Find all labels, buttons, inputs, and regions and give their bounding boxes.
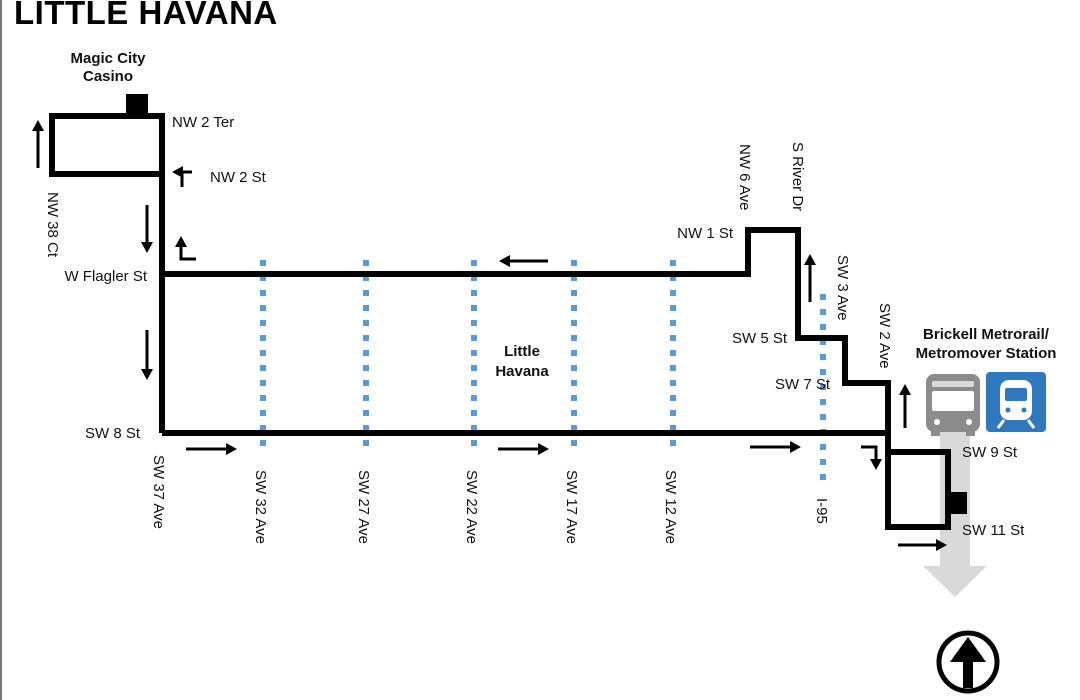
route-casino-loop xyxy=(49,113,165,177)
street-sw-9-st: SW 9 St xyxy=(962,444,1018,461)
casino-label-line1: Magic City xyxy=(70,50,146,67)
direction-arrows xyxy=(32,120,947,551)
street-nw-38-ct: NW 38 Ct xyxy=(44,192,61,258)
direction-arrow-icon xyxy=(141,205,153,253)
route-flagler-river xyxy=(162,227,891,433)
street-sw-12-ave: SW 12 Ave xyxy=(662,470,679,544)
street-sw-32-ave: SW 32 Ave xyxy=(252,470,269,544)
metromover-icon xyxy=(986,372,1046,432)
direction-arrow-icon xyxy=(32,120,44,168)
street-sw-3-ave: SW 3 Ave xyxy=(834,255,851,321)
bus-route xyxy=(49,113,951,530)
direction-arrow-icon xyxy=(141,330,153,380)
street-sw-22-ave: SW 22 Ave xyxy=(463,470,480,544)
street-sw-8-st: SW 8 St xyxy=(85,425,141,442)
cross-street-dots xyxy=(260,260,826,485)
direction-arrow-icon xyxy=(498,443,549,455)
station-label-line1: Brickell Metrorail/ xyxy=(923,326,1050,343)
direction-arrow-icon xyxy=(750,441,801,453)
left-border xyxy=(0,0,2,700)
street-nw-2-st: NW 2 St xyxy=(210,169,267,186)
bus-icon xyxy=(926,374,980,436)
street-sw-37-ave: SW 37 Ave xyxy=(150,455,167,529)
north-arrow-icon xyxy=(936,630,1000,694)
street-sw-5-st: SW 5 St xyxy=(732,330,788,347)
turn-arrow-icon xyxy=(172,166,192,187)
street-sw-2-ave: SW 2 Ave xyxy=(876,303,893,369)
street-nw-1-st: NW 1 St xyxy=(677,225,734,242)
map-title: LITTLE HAVANA xyxy=(14,0,278,31)
direction-arrow-icon xyxy=(186,443,237,455)
turn-arrows xyxy=(172,166,882,470)
direction-arrow-icon xyxy=(804,254,816,302)
street-i-95: I-95 xyxy=(813,498,830,524)
bus-stop-marker-icon[interactable] xyxy=(945,492,967,514)
turn-arrow-icon xyxy=(861,445,882,470)
route-brickell-loop xyxy=(885,449,951,530)
street-nw-2-ter: NW 2 Ter xyxy=(172,114,234,131)
bus-stop-marker-icon[interactable] xyxy=(126,94,148,116)
neighborhood-label-line1: Little xyxy=(504,343,540,360)
street-w-flagler-st: W Flagler St xyxy=(64,268,147,285)
street-nw-6-ave: NW 6 Ave xyxy=(736,144,753,210)
casino-label-line2: Casino xyxy=(83,68,133,85)
street-sw-17-ave: SW 17 Ave xyxy=(563,470,580,544)
neighborhood-label-line2: Havana xyxy=(495,363,549,380)
direction-arrow-icon xyxy=(898,539,947,551)
street-sw-11-st: SW 11 St xyxy=(962,522,1025,539)
direction-arrow-icon xyxy=(499,255,548,267)
street-s-river-dr: S River Dr xyxy=(789,142,806,211)
street-sw-27-ave: SW 27 Ave xyxy=(355,470,372,544)
street-sw-7-st: SW 7 St xyxy=(775,376,831,393)
direction-arrow-icon xyxy=(899,384,911,428)
turn-arrow-icon xyxy=(175,236,196,261)
station-label-line2: Metromover Station xyxy=(916,345,1057,362)
